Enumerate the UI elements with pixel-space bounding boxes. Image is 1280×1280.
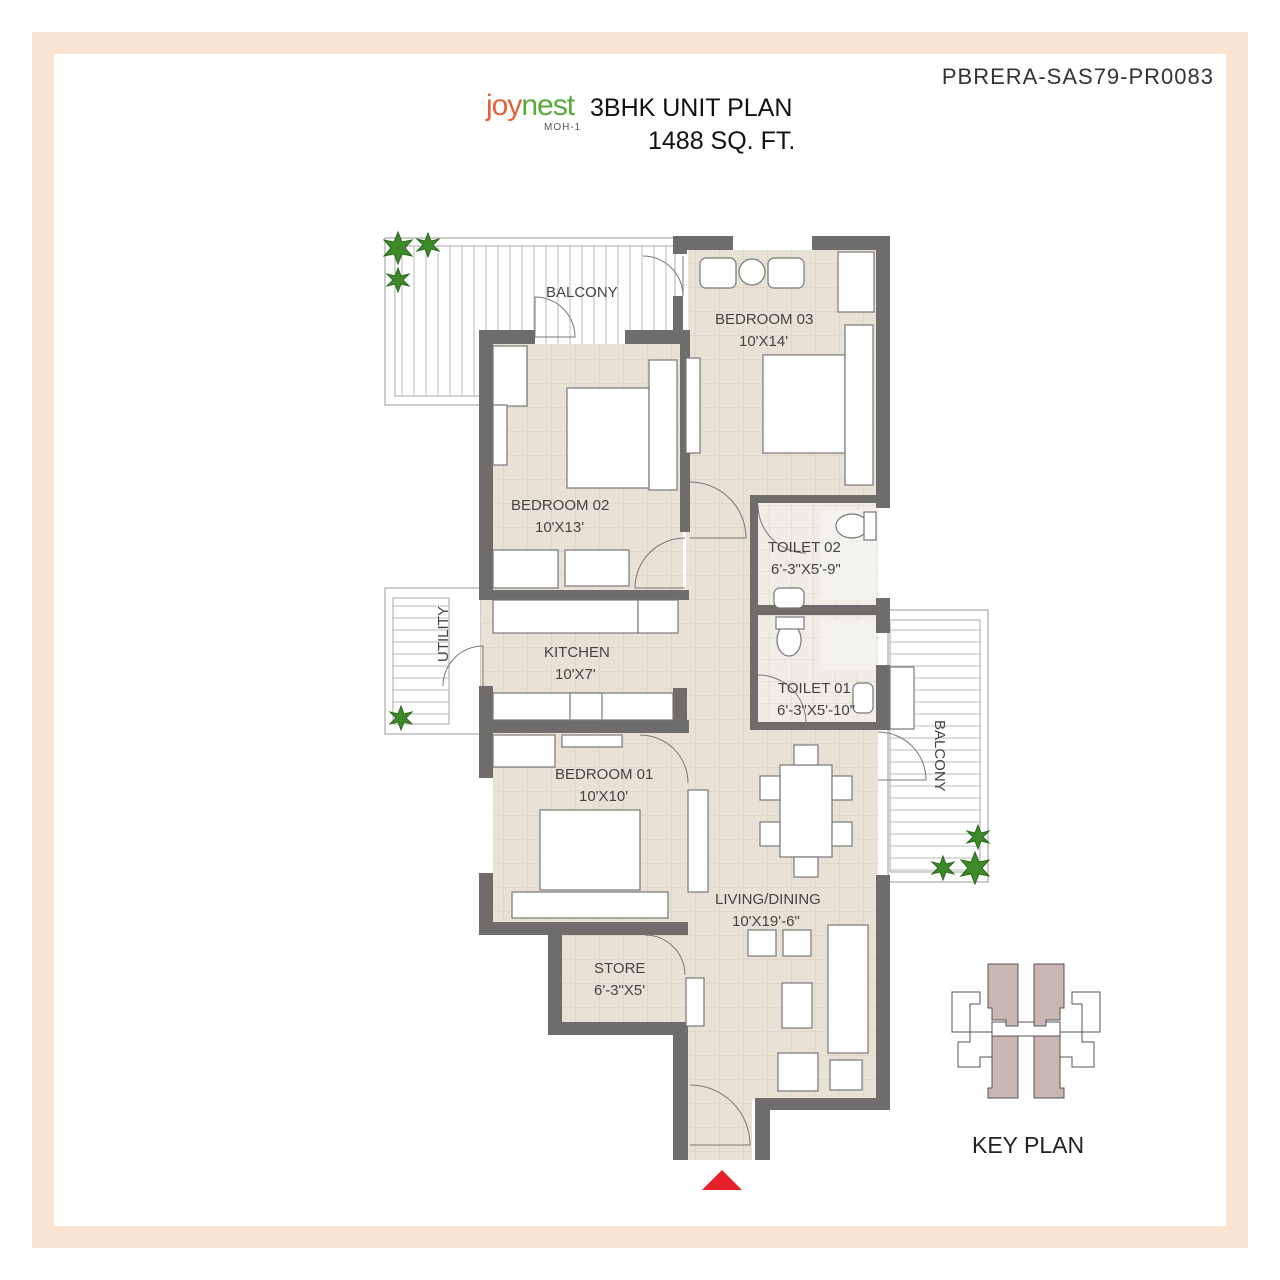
size-store: 6'-3"X5' [594, 982, 645, 999]
label-toilet01: TOILET 01 [778, 680, 851, 697]
bed-bedroom02 [566, 387, 650, 489]
entrance-arrow-icon [702, 1170, 742, 1190]
label-store: STORE [594, 960, 645, 977]
plan-title: 3BHK UNIT PLAN [590, 94, 793, 122]
size-living: 10'X19'-6" [732, 913, 800, 930]
plant-icons [382, 230, 991, 886]
logo-joy: joy [486, 89, 522, 122]
plan-area: 1488 SQ. FT. [648, 127, 796, 155]
key-plan-label: KEY PLAN [972, 1132, 1085, 1158]
label-utility: UTILITY [435, 606, 452, 662]
plant-icon [382, 230, 414, 266]
size-kitchen: 10'X7' [555, 666, 596, 683]
size-toilet02: 6'-3"X5'-9" [771, 561, 841, 578]
plant-icon [959, 850, 991, 886]
label-kitchen: KITCHEN [544, 644, 610, 661]
brand-logo: joynest MOH-1 [486, 89, 586, 136]
plant-icon [385, 266, 411, 294]
walls [479, 236, 890, 1160]
label-balcony-top: BALCONY [546, 284, 618, 301]
plant-icon [965, 823, 991, 851]
plant-icon [930, 854, 956, 882]
rera-number: PBRERA-SAS79-PR0083 [941, 64, 1214, 89]
label-bedroom03: BEDROOM 03 [715, 311, 813, 328]
label-bedroom01: BEDROOM 01 [555, 766, 653, 783]
balcony-right-area [887, 609, 989, 883]
dining-table [779, 764, 833, 858]
logo-subtitle: MOH-1 [544, 122, 582, 133]
key-plan-diagram [951, 963, 1101, 1099]
label-bedroom02: BEDROOM 02 [511, 497, 609, 514]
bed-bedroom01 [539, 809, 641, 891]
size-bedroom03: 10'X14' [739, 333, 788, 350]
furniture [492, 251, 915, 1092]
sofa [827, 924, 869, 1054]
size-bedroom01: 10'X10' [579, 788, 628, 805]
doors [442, 255, 927, 1146]
plant-icon [415, 231, 441, 259]
logo-nest: nest [521, 89, 575, 122]
label-balcony-right: BALCONY [931, 720, 948, 792]
label-toilet02: TOILET 02 [768, 539, 841, 556]
plant-icon [388, 704, 414, 732]
size-toilet01: 6'-3"X5'-10" [777, 702, 855, 719]
bed-bedroom03 [762, 354, 846, 454]
label-living: LIVING/DINING [715, 891, 821, 908]
size-bedroom02: 10'X13' [535, 519, 584, 536]
